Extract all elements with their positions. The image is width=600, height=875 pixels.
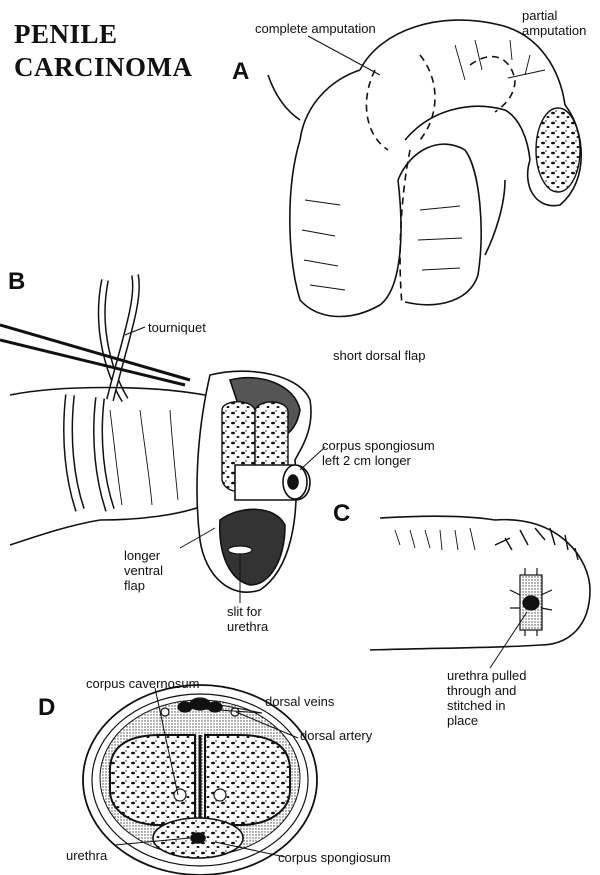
label-slit-line-2: urethra — [227, 619, 268, 634]
label-lvf-line-1: longer — [124, 548, 163, 563]
label-partial-amputation: partial amputation — [522, 8, 586, 38]
label-longer-ventral-flap: longer ventral flap — [124, 548, 163, 593]
title-line-1: PENILE — [14, 18, 192, 51]
urethra-stitch-patch — [510, 568, 552, 636]
urethra-tube — [235, 465, 310, 500]
label-corpus-spongiosum-b: corpus spongiosum left 2 cm longer — [322, 438, 435, 468]
label-cs-b-line-2: left 2 cm longer — [322, 453, 435, 468]
label-up-line-2: through and — [447, 683, 527, 698]
panel-letter-a: A — [232, 58, 249, 86]
panel-c-drawing — [370, 516, 590, 650]
label-up-line-4: place — [447, 713, 527, 728]
panel-a-leaders — [308, 36, 545, 78]
label-slit-line-1: slit for — [227, 604, 268, 619]
panel-letter-c: C — [333, 500, 350, 528]
label-up-line-3: stitched in — [447, 698, 527, 713]
label-corpus-spongiosum-d: corpus spongiosum — [278, 850, 391, 865]
label-short-dorsal-flap: short dorsal flap — [333, 348, 426, 363]
figure-title: PENILE CARCINOMA — [14, 18, 192, 84]
panel-letter-b: B — [8, 268, 25, 296]
tumor-mass — [536, 108, 580, 192]
label-dorsal-veins: dorsal veins — [265, 694, 334, 709]
label-cs-b-line-1: corpus spongiosum — [322, 438, 435, 453]
label-dorsal-artery: dorsal artery — [300, 728, 372, 743]
corpus-spongiosum-section — [153, 818, 243, 858]
label-complete-amputation: complete amputation — [255, 21, 376, 36]
label-lvf-line-2: ventral — [124, 563, 163, 578]
label-slit-for-urethra: slit for urethra — [227, 604, 268, 634]
panel-c-leaders — [490, 612, 527, 668]
label-partial-line-1: partial — [522, 8, 586, 23]
label-tourniquet: tourniquet — [148, 320, 206, 335]
title-line-2: CARCINOMA — [14, 51, 192, 84]
urethra-slit — [228, 546, 252, 554]
label-corpus-cavernosum: corpus cavernosum — [86, 676, 199, 691]
panel-letter-d: D — [38, 694, 55, 722]
label-up-line-1: urethra pulled — [447, 668, 527, 683]
label-lvf-line-3: flap — [124, 578, 163, 593]
label-partial-line-2: amputation — [522, 23, 586, 38]
panel-a-drawing — [268, 20, 581, 316]
label-urethra-d: urethra — [66, 848, 107, 863]
corpora-cavernosa — [110, 735, 290, 825]
label-urethra-pulled: urethra pulled through and stitched in p… — [447, 668, 527, 728]
